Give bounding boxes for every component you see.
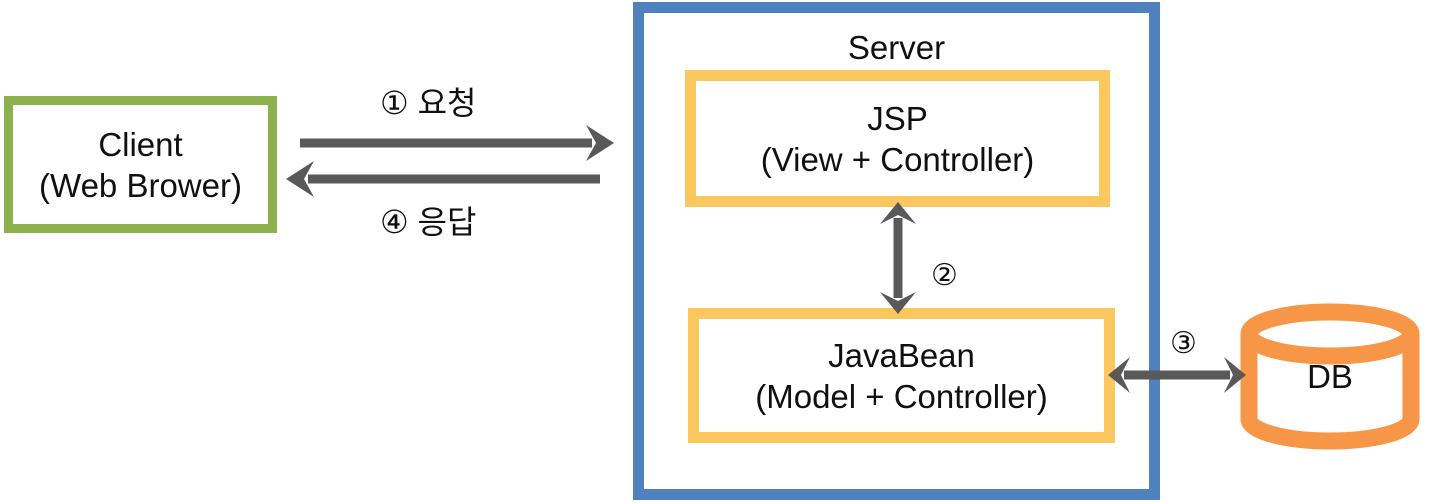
flow-label-three: ③ <box>1170 327 1197 360</box>
flow-label-two: ② <box>931 259 958 292</box>
javabean-title: JavaBean <box>828 336 975 374</box>
client-title: Client <box>98 125 183 163</box>
server-title: Server <box>847 29 946 66</box>
database-cylinder-icon <box>1240 303 1420 450</box>
javabean-node: JavaBean (Model + Controller) <box>688 308 1115 443</box>
flow-label-request: ① 요청 <box>380 85 477 121</box>
client-node: Client (Web Brower) <box>4 96 277 233</box>
client-subtitle: (Web Brower) <box>39 166 242 204</box>
jsp-subtitle: (View + Controller) <box>760 140 1035 178</box>
arrow-response <box>286 161 600 197</box>
jsp-title: JSP <box>867 99 928 137</box>
flow-label-response: ④ 응답 <box>380 204 477 240</box>
javabean-subtitle: (Model + Controller) <box>755 377 1048 415</box>
jsp-node: JSP (View + Controller) <box>685 70 1110 207</box>
arrow-request <box>300 125 614 161</box>
